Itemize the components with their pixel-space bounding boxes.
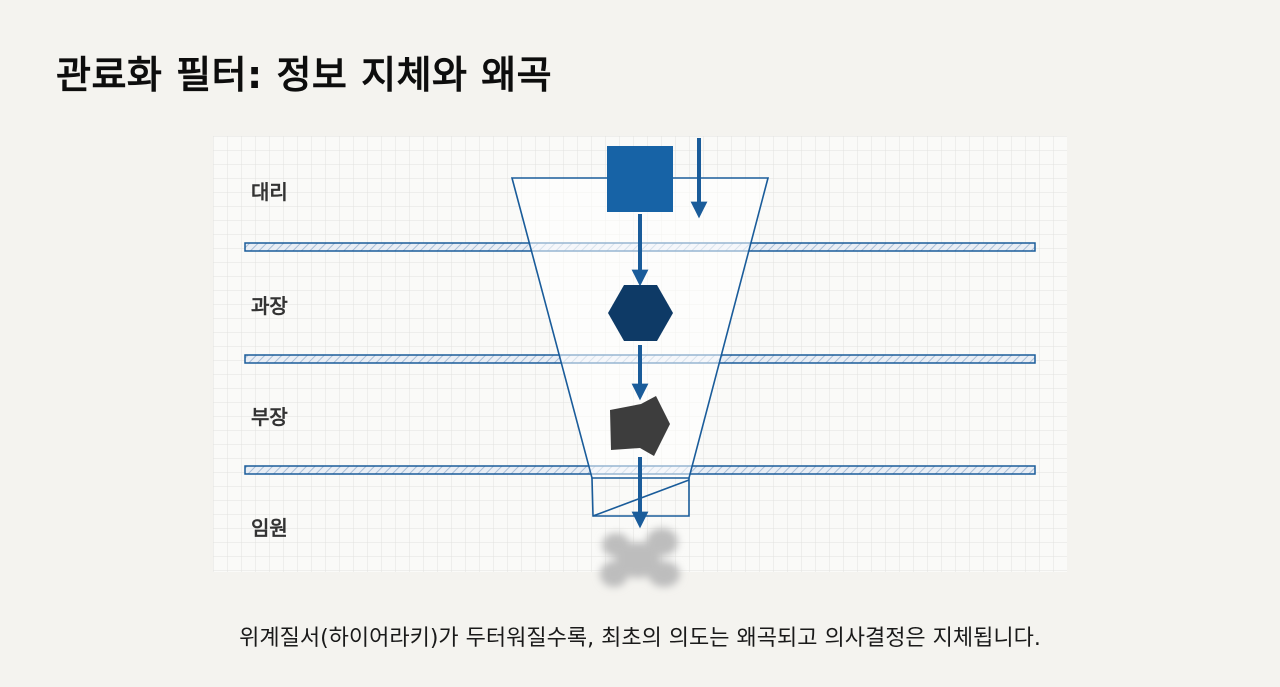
level-label-deputy: 대리 bbox=[251, 180, 288, 204]
caption: 위계질서(하이어라키)가 두터워질수록, 최초의 의도는 왜곡되고 의사결정은 … bbox=[239, 626, 1041, 651]
blurred-information-blob bbox=[600, 528, 680, 587]
original-intent-square bbox=[607, 146, 673, 212]
distorted-polygon bbox=[610, 396, 670, 456]
filtered-hexagon bbox=[608, 285, 673, 341]
level-label-general-manager: 부장 bbox=[251, 405, 288, 429]
bureaucracy-filter-diagram: 대리 과장 부장 임원 bbox=[213, 136, 1067, 587]
level-label-manager: 과장 bbox=[251, 294, 288, 318]
page-title: 관료화 필터: 정보 지체와 왜곡 bbox=[56, 53, 553, 97]
level-label-executive: 임원 bbox=[251, 516, 288, 540]
